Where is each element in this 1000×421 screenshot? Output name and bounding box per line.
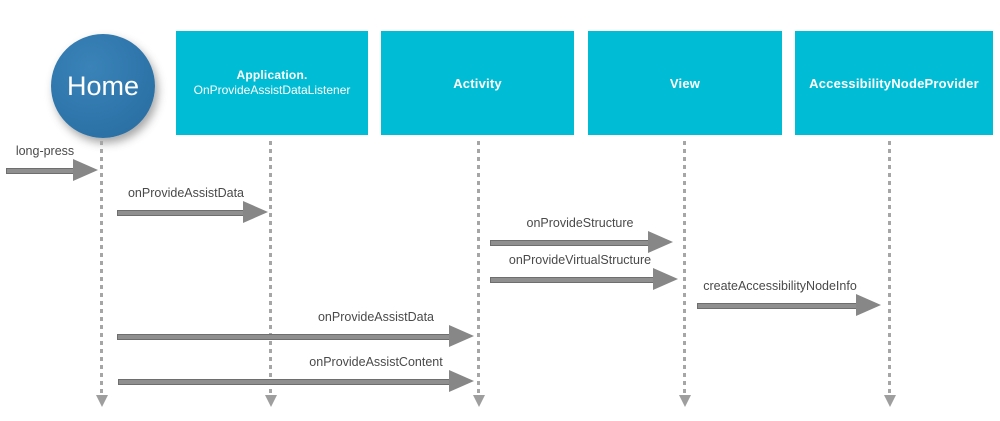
lifeline-application (269, 141, 272, 394)
message-on-provide-structure: onProvideStructure (490, 216, 673, 256)
actor-home-circle: Home (51, 34, 155, 138)
message-on-provide-assist-data-1: onProvideAssistData (117, 186, 268, 226)
actor-box-view: View (588, 31, 782, 135)
message-label: onProvideAssistData (127, 186, 245, 200)
lifeline-home-arrowhead-icon (96, 395, 108, 407)
actor-box-activity: Activity (381, 31, 574, 135)
actor-home-label: Home (66, 70, 140, 101)
actor-anp-title: AccessibilityNodeProvider (809, 75, 979, 91)
arrow-head-icon (648, 231, 673, 253)
lifeline-activity (477, 141, 480, 394)
actor-application-title: Application. (236, 68, 308, 82)
arrow-head-icon (653, 268, 678, 290)
message-on-provide-assist-content: onProvideAssistContent (118, 355, 474, 395)
message-create-accessibility-node-info: createAccessibilityNodeInfo (697, 279, 881, 319)
message-label: createAccessibilityNodeInfo (703, 279, 857, 293)
lifeline-view (683, 141, 686, 394)
actor-box-accessibility-node-provider: AccessibilityNodeProvider (795, 31, 993, 135)
lifeline-accessibility-node-provider (888, 141, 891, 394)
lifeline-home (100, 141, 103, 394)
arrow-head-icon (449, 370, 474, 392)
actor-application-subtitle: OnProvideAssistDataListener (193, 83, 351, 97)
actor-activity-title: Activity (453, 75, 502, 91)
message-label: long-press (15, 144, 75, 158)
message-label: onProvideAssistContent (309, 355, 443, 369)
arrow-line (490, 277, 662, 283)
actor-view-title: View (669, 75, 701, 91)
arrow-line (697, 303, 865, 309)
message-label: onProvideStructure (526, 216, 634, 230)
arrow-line (118, 379, 458, 385)
arrow-head-icon (73, 159, 98, 181)
arrow-line (6, 168, 82, 174)
arrow-head-icon (449, 325, 474, 347)
arrow-head-icon (243, 201, 268, 223)
arrow-line (490, 240, 657, 246)
arrow-head-icon (856, 294, 881, 316)
lifeline-activity-arrowhead-icon (473, 395, 485, 407)
arrow-line (117, 334, 458, 340)
message-on-provide-assist-data-2: onProvideAssistData (117, 310, 474, 350)
message-label: onProvideVirtualStructure (508, 253, 652, 267)
lifeline-application-arrowhead-icon (265, 395, 277, 407)
arrow-line (117, 210, 252, 216)
message-on-provide-virtual-structure: onProvideVirtualStructure (490, 253, 678, 293)
lifeline-view-arrowhead-icon (679, 395, 691, 407)
lifeline-anp-arrowhead-icon (884, 395, 896, 407)
actor-box-application: Application. OnProvideAssistDataListener (176, 31, 368, 135)
message-long-press: long-press (6, 144, 98, 184)
message-label: onProvideAssistData (317, 310, 435, 324)
